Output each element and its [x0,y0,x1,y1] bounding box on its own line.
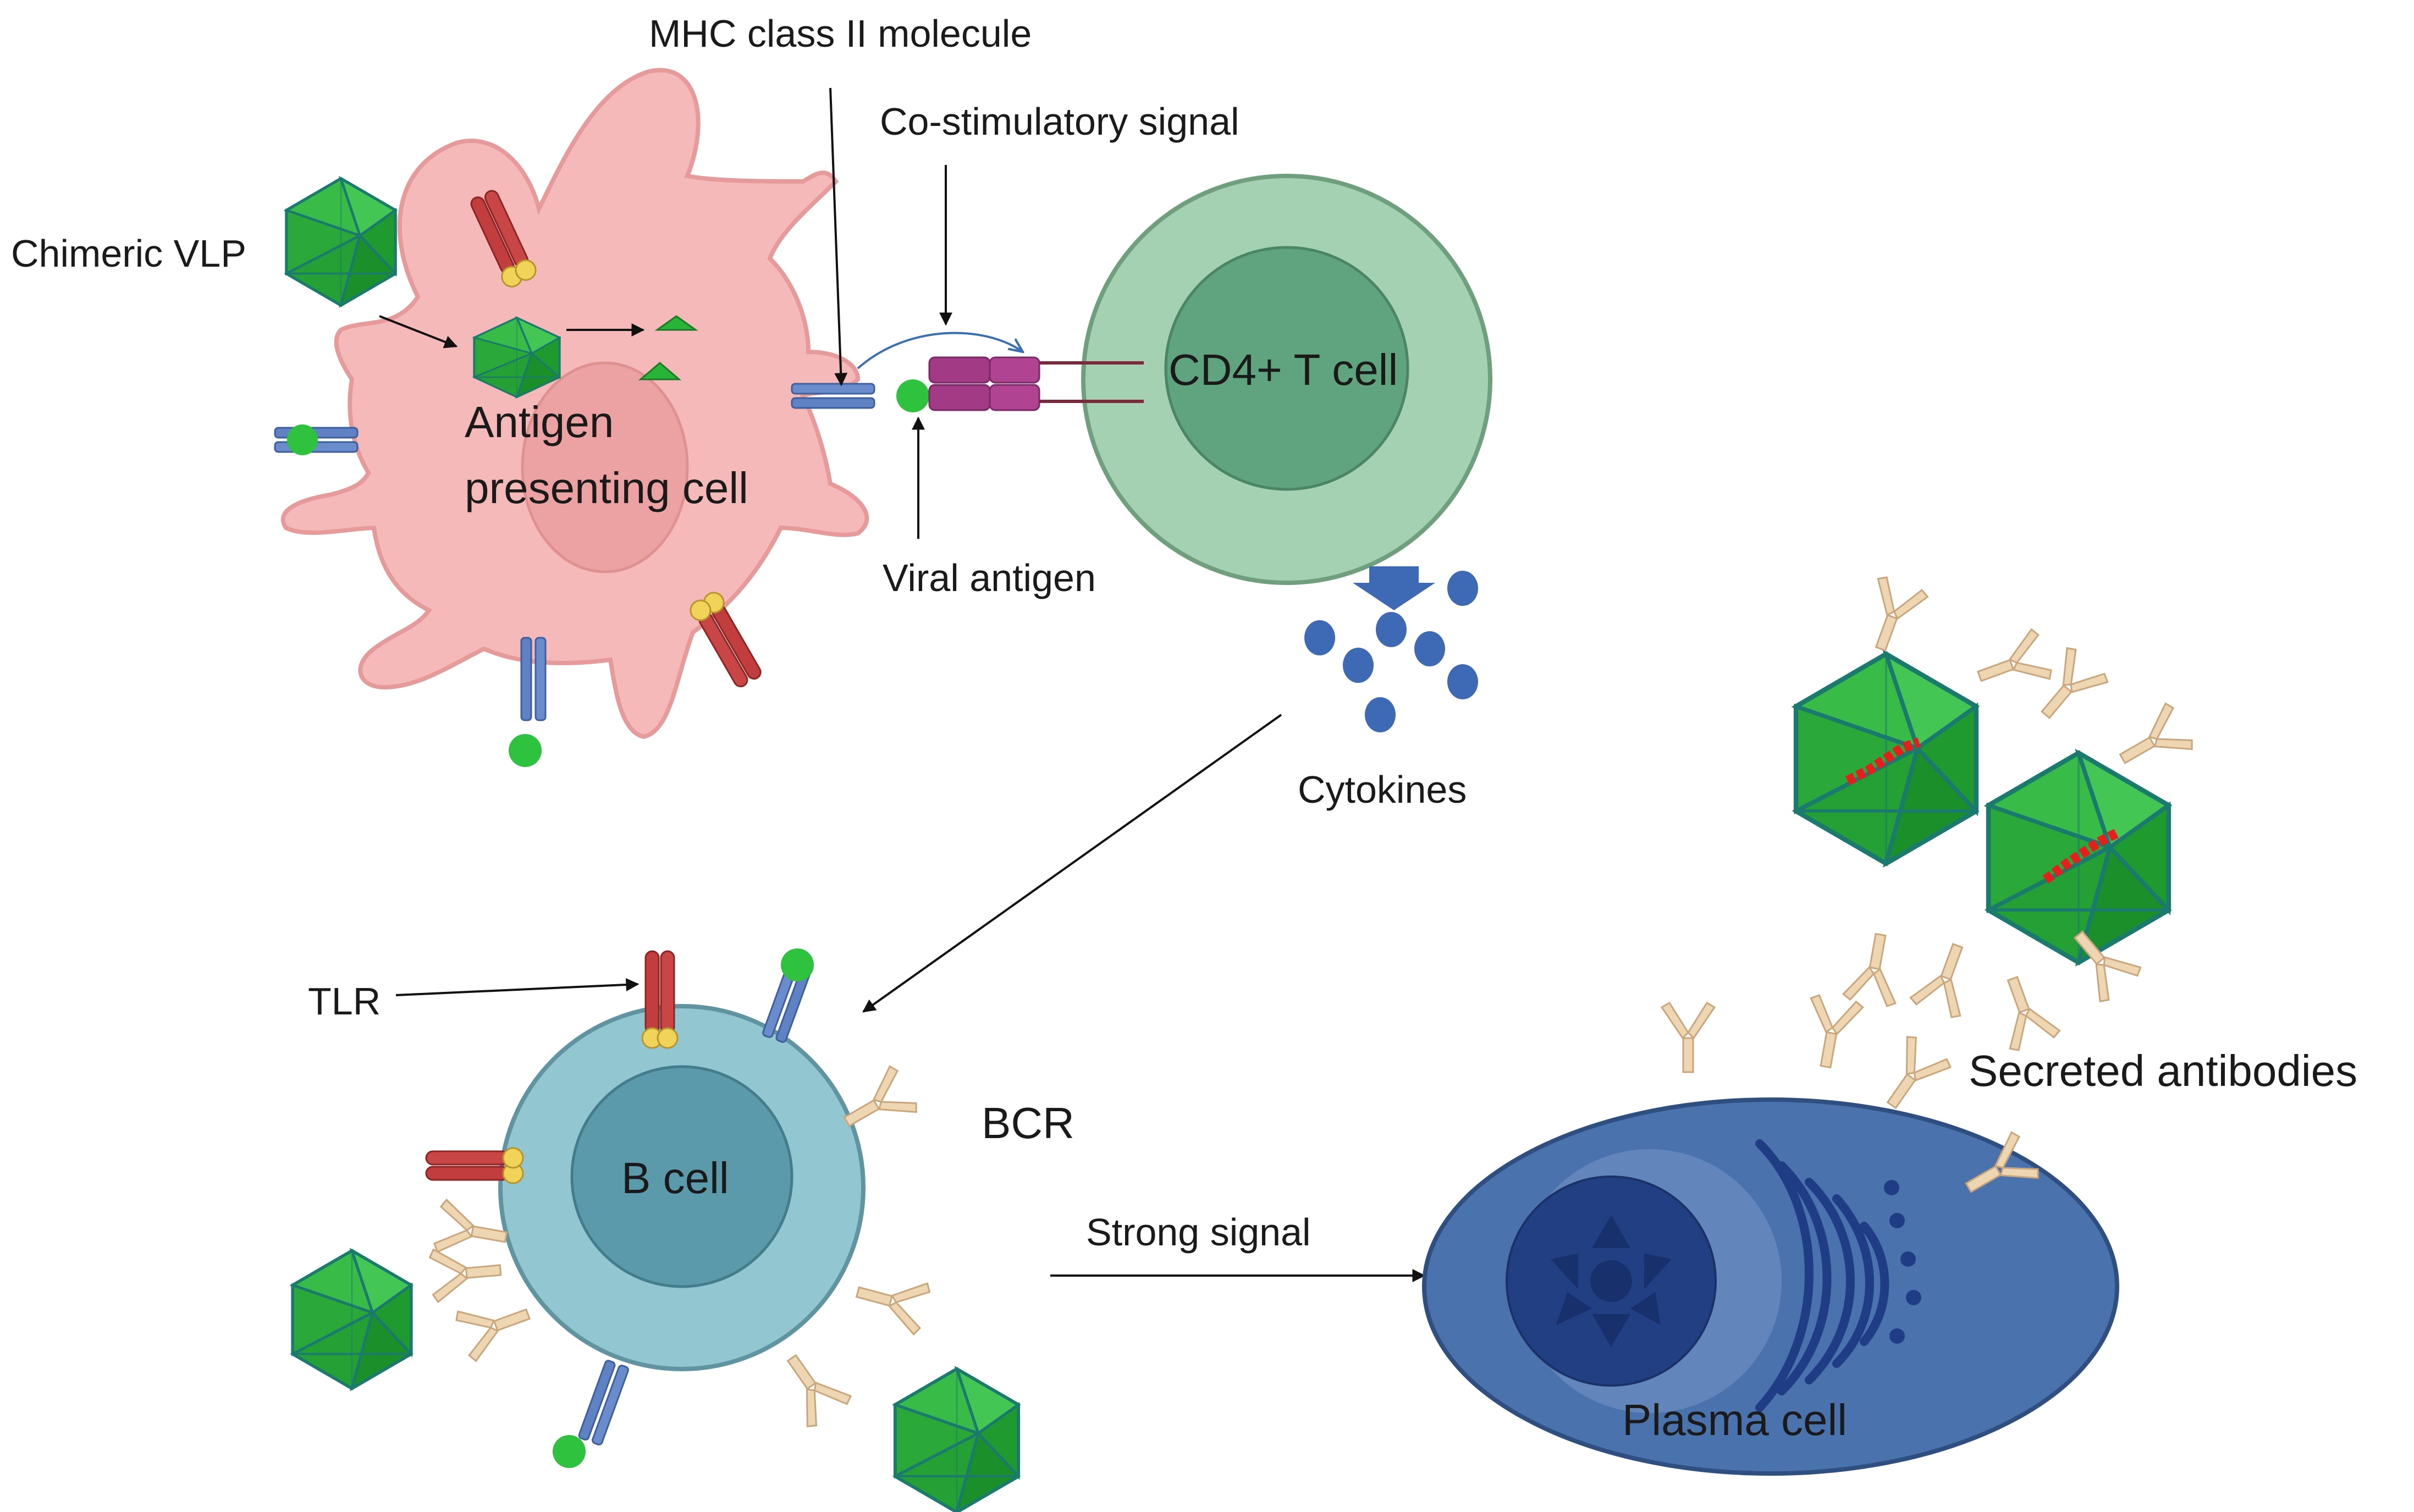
antibody-icon [1661,1002,1716,1073]
viral-antigen-icon [553,1435,586,1468]
cytokine-icon [1414,631,1445,666]
antibody-icon [432,1198,512,1265]
antibody-icon [453,1288,538,1364]
arrow-icon [829,87,848,387]
label-plasma-cell: Plasma cell [1622,1395,1847,1444]
antibody-icon [1908,935,1984,1021]
label-cd4-t-cell: CD4+ T cell [1169,345,1398,394]
label-b-cell: B cell [621,1154,729,1202]
cytokine-icon [1447,571,1478,606]
b-cell [498,1004,866,1371]
cytokine-icon [1447,664,1478,699]
antibody-icon [428,1243,504,1304]
vlp-icon [293,1251,411,1388]
vlp-icon [286,179,395,305]
apc-nucleus [521,361,689,573]
cytokine-icon [1376,612,1407,647]
antibody-icon [2024,643,2112,733]
nucleus-chromatin [1551,1215,1672,1347]
viral-antigen-icon [509,734,542,767]
label-bcr: BCR [982,1099,1074,1147]
cytokines-group [1304,566,1478,732]
antibody-icon [1854,573,1931,659]
antigen-presenting-cell [280,68,869,740]
antibody-icon [1986,968,2063,1054]
label-strong-signal: Strong signal [1086,1211,1311,1254]
viral-antigen-icon [287,424,318,455]
cd4-t-cell [1081,174,1492,585]
viral-antigen-icon [896,379,929,412]
arrow-icon [395,978,640,996]
antibody-icon [1969,626,2055,703]
tlr-icon [641,950,679,1049]
viral-antigen-icon [781,948,814,981]
antibody-icon [2108,700,2197,783]
mhc-ii-icon [577,1359,630,1447]
cytokine-icon [1304,620,1335,655]
label-apc-line2: presenting cell [465,463,748,512]
label-secreted-antibodies: Secreted antibodies [1969,1046,2357,1095]
label-tlr: TLR [308,980,381,1023]
costim-arrow-icon [857,332,1023,369]
tcr-icon [928,356,1144,411]
endoplasmic-reticulum [1755,1139,1889,1412]
plasma-cell [1422,1097,2119,1476]
arrow-icon [862,714,1282,1013]
label-viral-antigen: Viral antigen [883,556,1096,599]
tlr-icon [425,1147,524,1184]
label-mhc-class-ii: MHC class II molecule [649,12,1032,55]
viral-rna-icon [1845,737,1921,786]
antibody-icon [1798,992,1865,1073]
cytokine-icon [1343,648,1374,683]
viral-rna-icon [2042,828,2120,884]
antigen-fragment-icon [638,362,682,380]
antibody-icon [1841,929,1908,1009]
antigen-fragment-icon [654,315,698,331]
vlp-icon [895,1369,1018,1512]
arrow-icon [379,315,458,349]
label-cytokines: Cytokines [1298,768,1467,811]
label-apc-line1: Antigen [465,398,614,446]
antibody-icon [769,1342,855,1431]
label-chimeric-vlp: Chimeric VLP [11,232,246,275]
label-costimulatory-signal: Co-stimulatory signal [880,100,1239,143]
cytokine-icon [1365,697,1396,732]
antibody-icon [1869,1032,1954,1122]
antibody-icon [850,1265,933,1337]
cytokine-down-arrow-icon [1353,566,1435,610]
